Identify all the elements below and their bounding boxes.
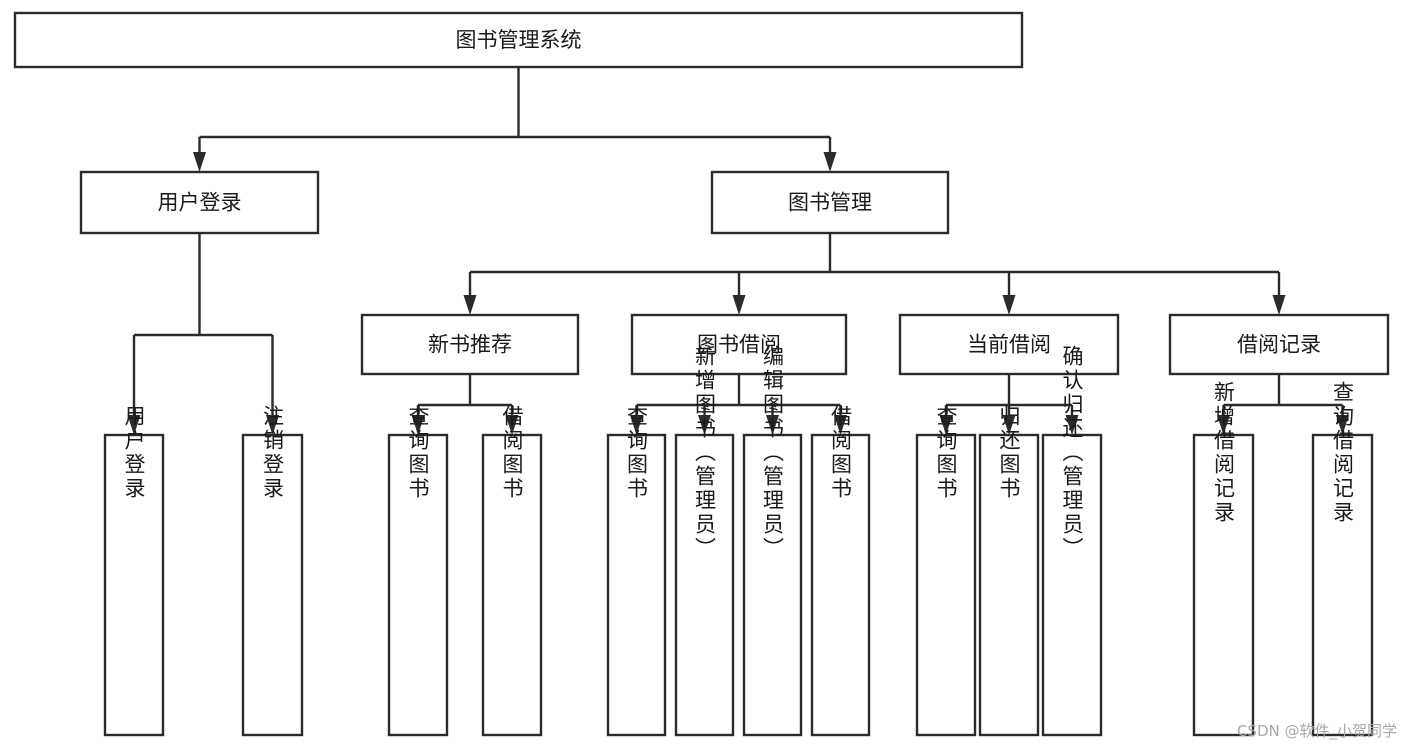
node-root[interactable]: 图书管理系统 [13, 11, 1024, 69]
node-label: 图书管理系统 [456, 28, 582, 52]
node-box [103, 433, 165, 737]
edge-arrowhead-icon [463, 295, 477, 315]
node-label: 查询图书 [934, 405, 958, 501]
node-leaf_10[interactable]: 确认归还（管理员） [1041, 345, 1103, 737]
edge-arrowhead-icon [823, 152, 837, 172]
edge-arrowhead-icon [939, 415, 953, 435]
node-box [1168, 313, 1390, 376]
edge-arrowhead-icon [266, 415, 279, 435]
node-leaf_1[interactable]: 注销登录 [241, 405, 304, 737]
node-label: 新书推荐 [428, 333, 512, 357]
node-box [1041, 433, 1103, 737]
node-box [1192, 433, 1255, 737]
node-leaf_0[interactable]: 用户登录 [103, 405, 165, 737]
node-box [241, 433, 304, 737]
edge-arrowhead-icon [1065, 415, 1079, 435]
node-leaf_7[interactable]: 借阅图书 [810, 405, 871, 737]
node-label: 借阅图书 [500, 405, 524, 501]
edge-arrowhead-icon [411, 415, 425, 435]
node-label: 图书借阅 [697, 333, 781, 357]
node-leaf_3[interactable]: 借阅图书 [481, 405, 543, 737]
node-leaf_9[interactable]: 归还图书 [978, 405, 1040, 737]
node-box [13, 11, 1024, 69]
edge-arrowhead-icon [732, 295, 746, 315]
node-l2_3[interactable]: 借阅记录 [1168, 313, 1390, 376]
node-box [810, 433, 871, 737]
edge-arrowhead-icon [1002, 415, 1016, 435]
node-box [1311, 433, 1374, 737]
node-box [978, 433, 1040, 737]
node-leaf_11[interactable]: 新增借阅记录 [1192, 381, 1255, 737]
node-label: 借阅记录 [1237, 333, 1321, 357]
node-box [674, 433, 735, 737]
node-box [481, 433, 543, 737]
node-label: 用户登录 [158, 191, 242, 215]
edge-arrowhead-icon [834, 415, 847, 435]
node-label: 当前借阅 [967, 333, 1051, 357]
edge-arrowhead-icon [766, 415, 779, 435]
node-label: 新增借阅记录 [1212, 381, 1236, 525]
node-label: 新增图书（管理员） [693, 345, 717, 561]
node-box [898, 313, 1120, 376]
node-box [630, 313, 848, 376]
node-l2_2[interactable]: 当前借阅 [898, 313, 1120, 376]
node-l2_0[interactable]: 新书推荐 [360, 313, 580, 376]
node-label: 借阅图书 [829, 405, 853, 501]
node-layer: 图书管理系统用户登录图书管理新书推荐图书借阅当前借阅借阅记录用户登录注销登录查询… [13, 11, 1390, 737]
node-label: 归还图书 [997, 405, 1021, 501]
edge-arrowhead-icon [127, 415, 141, 435]
edge-layer [127, 67, 1349, 435]
edge-arrowhead-icon [1217, 415, 1230, 435]
node-label: 图书管理 [788, 191, 872, 215]
node-l2_1[interactable]: 图书借阅 [630, 313, 848, 376]
node-box [606, 433, 667, 737]
node-leaf_2[interactable]: 查询图书 [387, 405, 449, 737]
node-label: 确认归还（管理员） [1060, 345, 1084, 561]
node-leaf_6[interactable]: 编辑图书（管理员） [742, 345, 803, 737]
node-leaf_5[interactable]: 新增图书（管理员） [674, 345, 735, 737]
node-label: 编辑图书（管理员） [761, 345, 785, 561]
edge-arrowhead-icon [193, 152, 206, 172]
node-label: 注销登录 [261, 405, 285, 501]
node-label: 查询借阅记录 [1331, 381, 1355, 525]
edge-arrowhead-icon [505, 415, 519, 435]
node-l1_1[interactable]: 图书管理 [710, 170, 950, 235]
node-box [915, 433, 977, 737]
edge-arrowhead-icon [1336, 415, 1349, 435]
node-box [360, 313, 580, 376]
edge-arrowhead-icon [1272, 295, 1286, 315]
node-box [387, 433, 449, 737]
edge-arrowhead-icon [698, 415, 711, 435]
node-l1_0[interactable]: 用户登录 [79, 170, 320, 235]
node-label: 查询图书 [625, 405, 649, 501]
node-box [742, 433, 803, 737]
node-leaf_12[interactable]: 查询借阅记录 [1311, 381, 1374, 737]
edge-arrowhead-icon [630, 415, 643, 435]
node-box [710, 170, 950, 235]
node-leaf_4[interactable]: 查询图书 [606, 405, 667, 737]
node-box [79, 170, 320, 235]
node-label: 用户登录 [122, 405, 146, 501]
edge-arrowhead-icon [1002, 295, 1016, 315]
node-leaf_8[interactable]: 查询图书 [915, 405, 977, 737]
node-label: 查询图书 [406, 405, 430, 501]
